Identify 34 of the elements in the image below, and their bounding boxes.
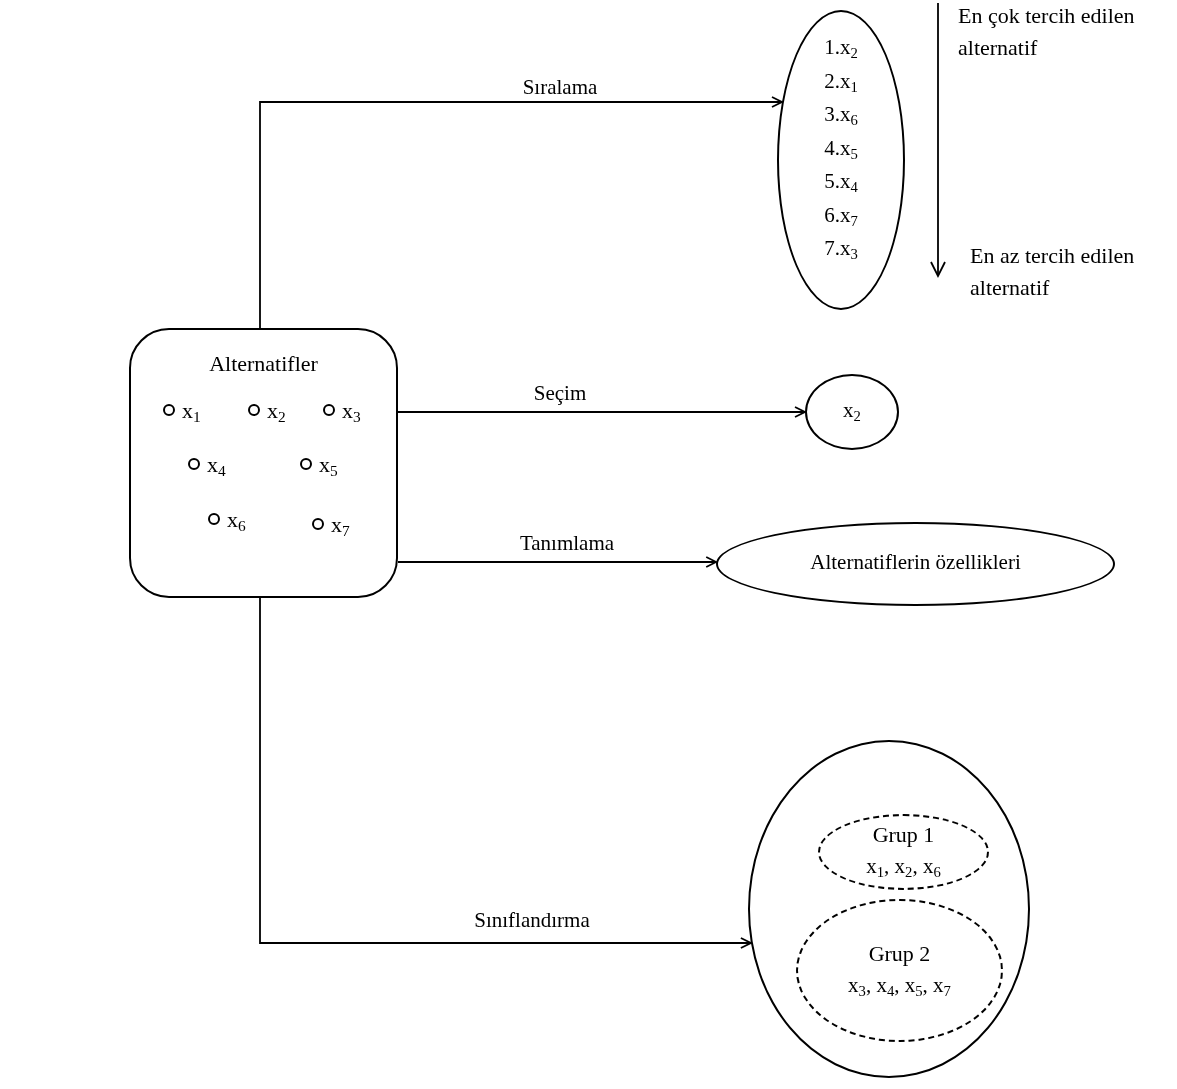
note-text: En az tercih edilen alternatif [970, 242, 1136, 302]
connector-arrow [259, 96, 783, 329]
alternative-label: x$_{5}$ [319, 453, 338, 480]
rank-item: 1.x$_{2}$ [823, 36, 859, 61]
alternatives-box [129, 328, 398, 598]
node-label: x$_{2}$ [842, 399, 862, 424]
group-heading: Grup 1 [871, 823, 936, 848]
box-heading: Alternatifler [208, 352, 319, 377]
group-ellipse [796, 899, 1003, 1042]
group-members: x$_{1}$, x$_{2}$, x$_{6}$ [865, 855, 942, 880]
description-ellipse [716, 522, 1115, 606]
ranking-ellipse [777, 10, 905, 310]
group-members: x$_{3}$, x$_{4}$, x$_{5}$, x$_{7}$ [847, 973, 952, 999]
alternative-label: x$_{4}$ [207, 453, 226, 480]
rank-item: 3.x$_{6}$ [823, 103, 859, 128]
alternative-label: x$_{7}$ [331, 513, 350, 540]
alternative-label: x$_{1}$ [182, 399, 201, 426]
alternative-label: x$_{2}$ [267, 399, 286, 426]
rank-item: 4.x$_{5}$ [823, 136, 859, 162]
choice-circle [805, 374, 899, 450]
alternative-label: x$_{6}$ [227, 508, 246, 535]
connector-arrow [259, 597, 752, 949]
note-text: En çok tercih edilen alternatif [958, 2, 1136, 62]
rank-item: 5.x$_{4}$ [823, 170, 859, 195]
rank-item: 7.x$_{3}$ [823, 237, 859, 262]
rank-item: 2.x$_{1}$ [823, 69, 859, 95]
rank-item: 6.x$_{7}$ [823, 203, 859, 229]
node-label: Alternatiflerin özellikleri [809, 551, 1022, 575]
alternative-label: x$_{3}$ [342, 399, 361, 426]
group-heading: Grup 2 [867, 941, 932, 966]
connector-arrow [397, 556, 718, 568]
group-ellipse [818, 814, 989, 890]
classification-ellipse [748, 740, 1030, 1078]
connector-arrow [397, 406, 806, 418]
